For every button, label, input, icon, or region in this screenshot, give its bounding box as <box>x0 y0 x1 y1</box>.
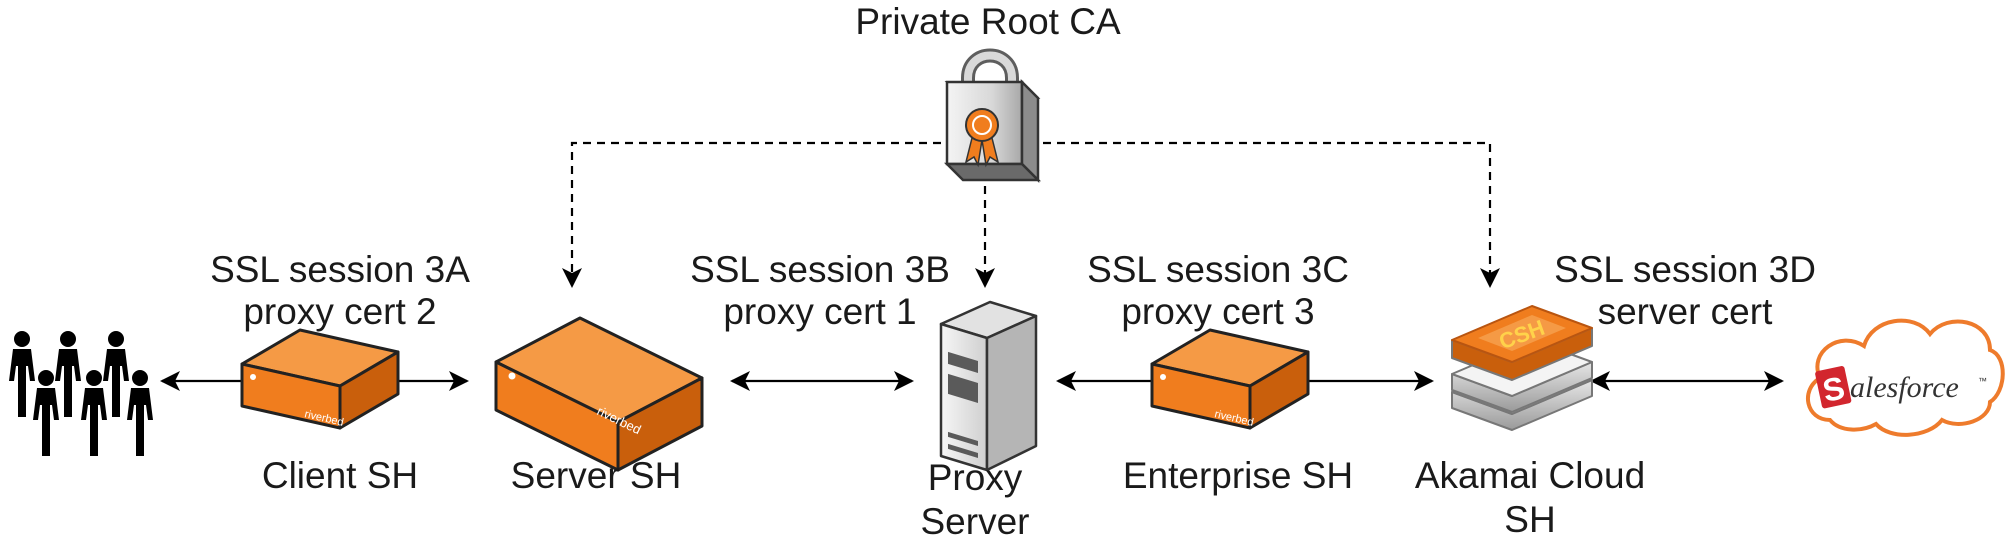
client-sh-appliance-icon: riverbed <box>240 328 400 430</box>
session-3d-line1: SSL session 3D <box>1554 249 1816 290</box>
people-group-icon <box>9 331 153 456</box>
server-sh-appliance-icon: riverbed <box>494 316 704 472</box>
session-3d-line2: server cert <box>1597 291 1773 332</box>
proxy-label-line2: Server <box>920 501 1030 542</box>
arrowhead-proxy <box>975 268 995 288</box>
server-sh-label: Server SH <box>510 455 682 496</box>
salesforce-logo-text: alesforce <box>1850 371 1959 404</box>
session-3a-line1: SSL session 3A <box>210 249 470 290</box>
session-3c-line2: proxy cert 3 <box>1121 291 1315 332</box>
client-sh-label: Client SH <box>261 455 419 496</box>
server-tower-icon <box>939 300 1038 472</box>
ca-to-server-sh-line <box>570 141 955 282</box>
ca-to-cloud-sh-line <box>1015 141 1492 282</box>
certificate-ribbon-icon <box>964 108 1000 168</box>
session-3a-line2: proxy cert 2 <box>243 291 437 332</box>
root-ca-label: Private Root CA <box>855 1 1121 42</box>
arrowhead-cloud-sh <box>1480 268 1500 288</box>
cloud-sh-label-line1: Akamai Cloud <box>1414 455 1646 496</box>
session-3b-line2: proxy cert 1 <box>723 291 917 332</box>
padlock-icon <box>943 48 1042 184</box>
session-3c-line1: SSL session 3C <box>1087 249 1349 290</box>
enterprise-sh-appliance-icon: riverbed <box>1150 328 1310 430</box>
proxy-label-line1: Proxy <box>927 457 1023 498</box>
salesforce-logo-tm: ™ <box>1978 376 1987 386</box>
session-3b-line1: SSL session 3B <box>690 249 950 290</box>
enterprise-sh-label: Enterprise SH <box>1122 455 1354 496</box>
ca-trust-lines <box>570 141 1492 282</box>
salesforce-logo-icon: S alesforce ™ <box>1806 318 2005 437</box>
cloud-sh-label-line2: SH <box>1504 499 1556 540</box>
arrowhead-server-sh <box>562 268 582 288</box>
cloud-sh-stack-icon: CSH <box>1451 305 1593 431</box>
